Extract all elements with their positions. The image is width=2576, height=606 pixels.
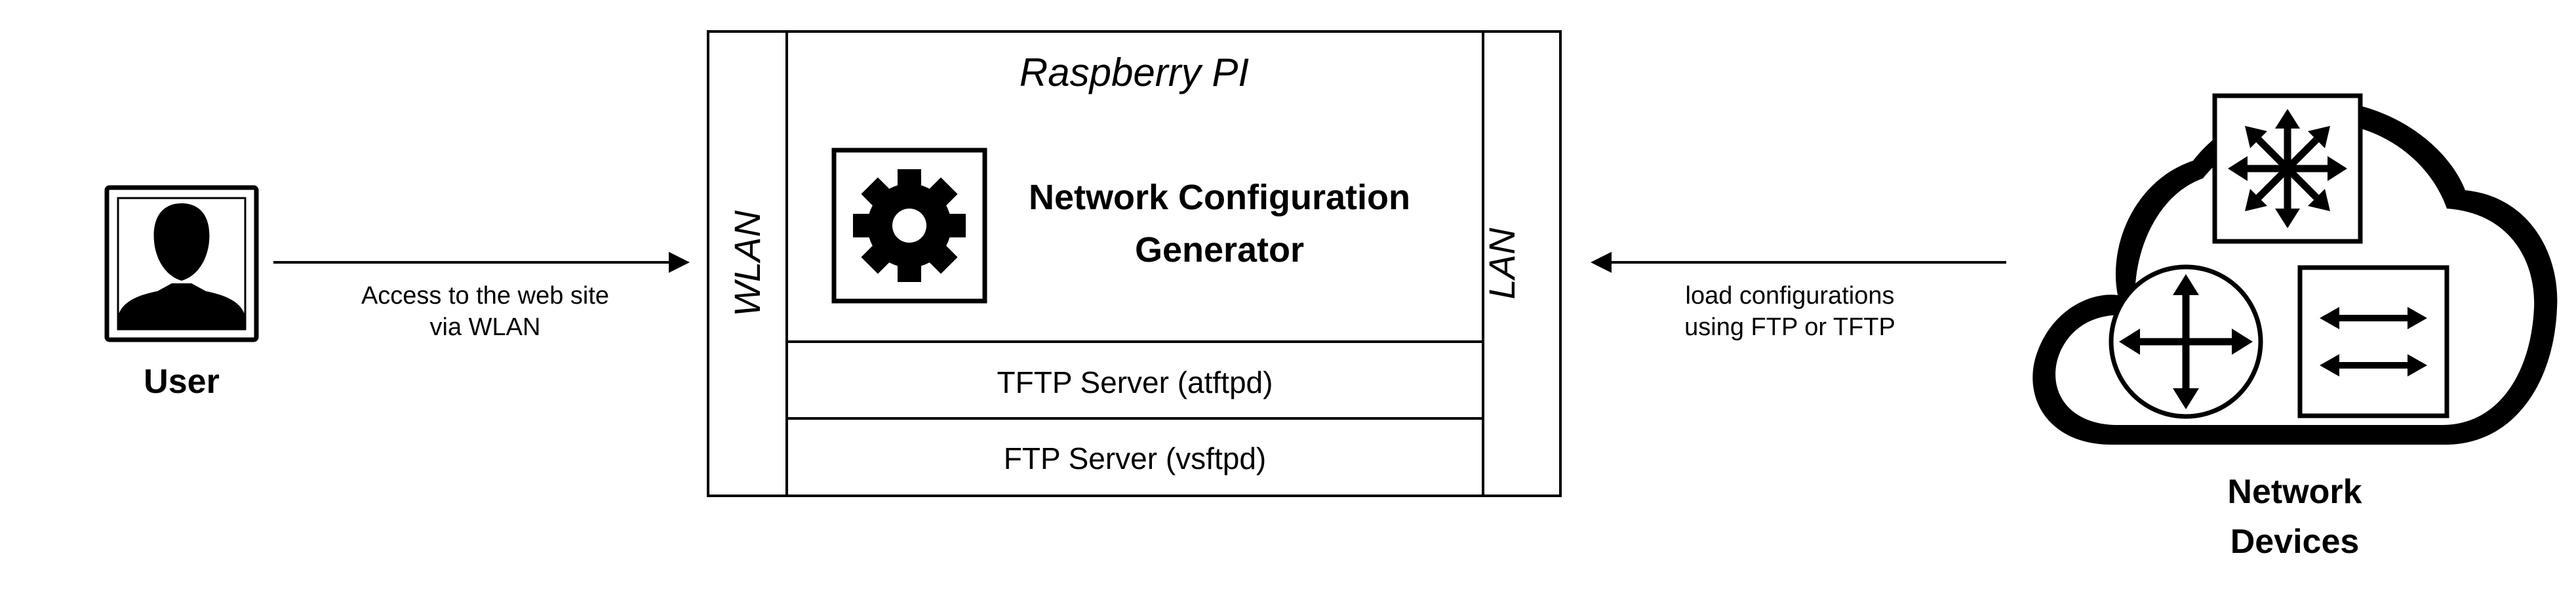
user-label: User [144, 363, 220, 401]
generator-label-line1: Network Configuration [1029, 178, 1410, 217]
generator-label-line2: Generator [1134, 230, 1305, 270]
devices-to-lan-arrow [1591, 252, 2006, 273]
ftp-server-label: FTP Server (vsftpd) [1003, 441, 1267, 475]
switch-icon [2297, 265, 2449, 418]
lan-label: LAN [1481, 228, 1522, 300]
access-label-line2: via WLAN [429, 313, 541, 341]
user-to-wlan-arrow [273, 252, 690, 273]
router-icon [2109, 264, 2263, 419]
multilayer-switch-icon [2212, 93, 2363, 244]
gear-icon [831, 148, 987, 304]
network-devices-label-line1: Network [2227, 473, 2362, 511]
tftp-server-label: TFTP Server (atftpd) [997, 365, 1273, 399]
raspberry-pi-title: Raspberry PI [1019, 51, 1250, 94]
load-config-label-line1: load configurations [1685, 282, 1895, 310]
load-config-label-line2: using FTP or TFTP [1684, 313, 1895, 341]
network-devices-label-line2: Devices [2230, 523, 2360, 561]
wlan-label: WLAN [726, 211, 768, 317]
access-label-line1: Access to the web site [361, 282, 610, 310]
user-icon [104, 185, 259, 342]
